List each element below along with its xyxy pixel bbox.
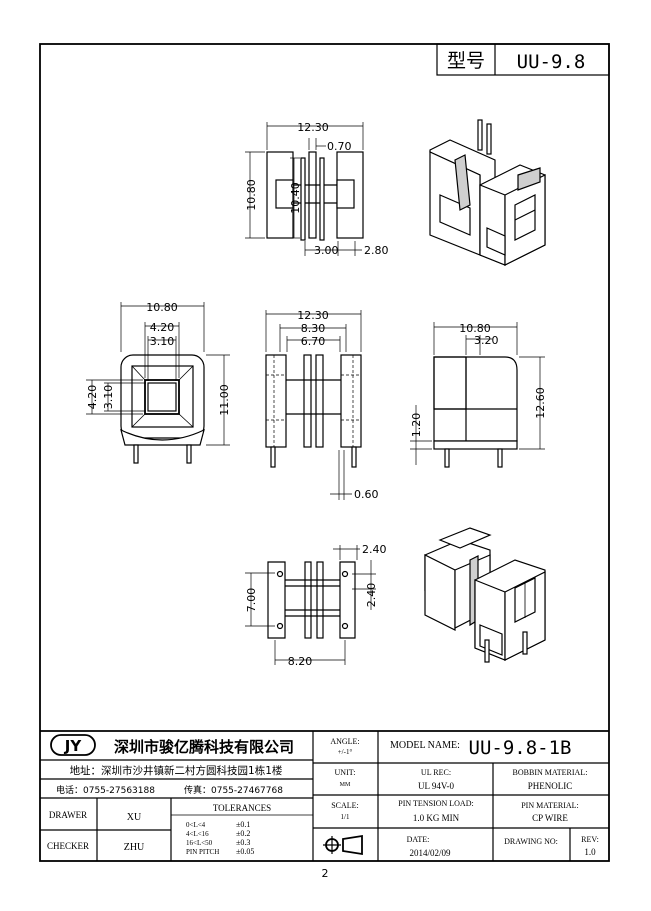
dim-bot-top: 2.40	[362, 543, 387, 556]
dim-left-side-b: 3.10	[102, 385, 115, 410]
tolerance-range: 16<L<50	[186, 839, 213, 847]
bobbin-material-value: PHENOLIC	[528, 781, 573, 791]
tolerance-range: 0<L<4	[186, 821, 206, 829]
tolerance-value: ±0.05	[236, 847, 254, 856]
company-logo-text: JY	[64, 737, 83, 755]
tolerance-list: 0<L<4 ±0.1 4<L<16 ±0.2 16<L<50 ±0.3 PIN …	[186, 820, 254, 856]
page-number: 2	[322, 867, 329, 880]
drawer-value: XU	[127, 812, 142, 823]
model-header: 型号 UU-9.8	[436, 43, 610, 76]
unit-value: MM	[340, 782, 351, 788]
angle-value: +/-1°	[338, 748, 353, 756]
company-phone: 电话：0755-27563188	[56, 784, 155, 796]
dim-right-left: 1.20	[410, 413, 423, 438]
tolerance-value: ±0.1	[236, 820, 250, 829]
dim-mid-w2: 8.30	[301, 322, 326, 335]
drawer-label: DRAWER	[49, 810, 87, 820]
pin-tension-value: 1.0 KG MIN	[413, 813, 460, 823]
tolerances-label: TOLERANCES	[213, 803, 271, 813]
sheet-border	[39, 43, 610, 862]
company-logo	[50, 734, 96, 756]
dim-right-height: 12.60	[534, 387, 547, 419]
angle-label: ANGLE:	[330, 737, 359, 746]
tolerance-value: ±0.2	[236, 829, 250, 838]
ul-rec-value: UL 94V-0	[418, 781, 455, 791]
checker-value: ZHU	[124, 842, 145, 853]
dim-bot-width: 8.20	[288, 655, 313, 668]
company-name: 深圳市骏亿腾科技有限公司	[114, 738, 294, 756]
rev-value: 1.0	[584, 847, 596, 857]
pin-tension-label: PIN TENSION LOAD:	[398, 799, 473, 808]
drawing-no-label: DRAWING NO:	[504, 837, 558, 846]
dim-bot-right: 2.40	[365, 583, 378, 608]
dim-left-inner-w: 4.20	[150, 321, 175, 334]
dim-left-height: 11.00	[218, 384, 231, 416]
scale-value: 1/1	[341, 813, 350, 821]
company-address: 地址：深圳市沙井镇新二村方圆科技园1栋1楼	[70, 764, 283, 777]
dim-bot-height: 7.00	[245, 588, 258, 613]
title-block: JY 深圳市骏亿腾科技有限公司 地址：深圳市沙井镇新二村方圆科技园1栋1楼 电话…	[40, 730, 609, 861]
model-name-value: UU-9.8-1B	[469, 737, 572, 759]
dim-top-bottom-a: 3.00	[314, 244, 339, 257]
dim-top-bottom-b: 2.80	[364, 244, 389, 257]
tolerance-value: ±0.3	[236, 838, 250, 847]
dim-mid-w1: 12.30	[297, 309, 329, 322]
view-left: 10.80 4.20 3.10 4.20 3.10 11.00	[86, 301, 231, 464]
checker-label: CHECKER	[47, 841, 89, 851]
scale-label: SCALE:	[331, 801, 359, 810]
first-angle-projection-icon	[323, 834, 363, 856]
dim-top-height: 10.80	[245, 179, 258, 211]
pin-material-label: PIN MATERIAL:	[521, 801, 579, 810]
model-label: 型号	[447, 50, 485, 72]
dim-left-hole: 3.10	[150, 335, 175, 348]
tolerance-range: PIN PITCH	[186, 848, 219, 856]
dim-right-inner: 3.20	[474, 334, 499, 347]
bobbin-material-label: BOBBIN MATERIAL:	[513, 768, 588, 777]
view-right: 10.80 3.20 12.60 1.20	[410, 322, 547, 468]
dim-left-side-a: 4.20	[86, 385, 99, 410]
ul-rec-label: UL REC:	[421, 768, 451, 777]
iso-view-bottom	[424, 527, 546, 663]
iso-view-top	[429, 119, 546, 266]
view-middle: 12.30 8.30 6.70 0.60	[265, 309, 379, 501]
date-label: DATE:	[407, 835, 430, 844]
model-value: UU-9.8	[517, 51, 586, 73]
unit-label: UNIT:	[335, 768, 356, 777]
company-fax: 传真：0755-27467768	[184, 784, 283, 796]
view-top-front: 12.30 0.70 10.80 10.40 3.00 2.80	[245, 121, 389, 257]
dim-mid-bottom: 0.60	[354, 488, 379, 501]
dim-mid-w3: 6.70	[301, 335, 326, 348]
dim-top-gap: 0.70	[327, 140, 352, 153]
dim-left-width: 10.80	[146, 301, 178, 314]
pin-material-value: CP WIRE	[532, 813, 568, 823]
dim-right-width: 10.80	[459, 322, 491, 335]
dim-top-inner: 10.40	[289, 182, 302, 214]
dim-top-width: 12.30	[297, 121, 329, 134]
model-name-label: MODEL NAME:	[390, 740, 460, 751]
date-value: 2014/02/09	[409, 848, 451, 858]
rev-label: REV:	[581, 835, 599, 844]
view-bottom: 7.00 2.40 2.40 8.20	[245, 543, 387, 668]
tolerance-range: 4<L<16	[186, 830, 209, 838]
